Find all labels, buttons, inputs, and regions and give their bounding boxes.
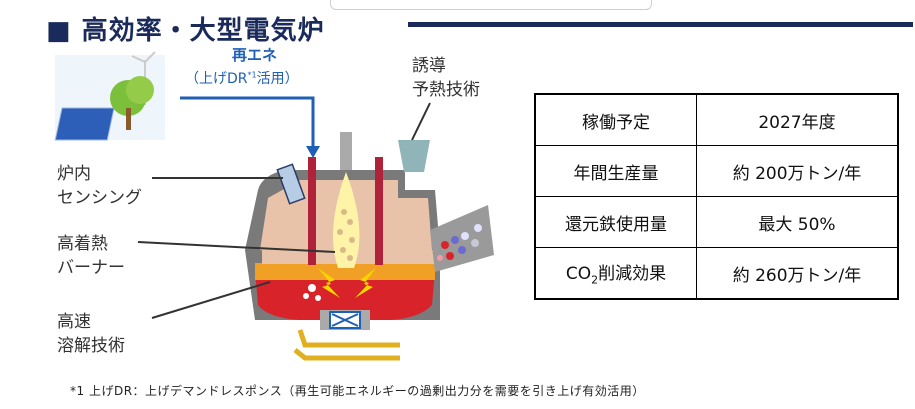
table-row: 還元鉄使用量 最大 50% — [534, 196, 899, 248]
label-induction-preheat: 誘導予熱技術 — [412, 56, 480, 100]
preheat-hopper — [398, 140, 430, 172]
lightning-right — [355, 268, 376, 298]
arrow-head — [306, 146, 320, 158]
spec-value: 最大 50% — [696, 196, 899, 248]
top-tab-edge — [330, 0, 652, 10]
leader-burner — [137, 241, 336, 253]
burner-lance — [340, 132, 352, 170]
spec-key: 稼働予定 — [534, 93, 697, 146]
spec-table: 稼働予定 2027年度 年間生産量 約 200万トン/年 還元鉄使用量 最大 5… — [534, 93, 899, 300]
electrode-right — [375, 157, 383, 265]
spec-value: 約 200万トン/年 — [696, 145, 899, 197]
renewable-energy-image — [54, 51, 165, 141]
label-burner: 高着熱バーナー — [57, 234, 125, 278]
tap-pipe — [293, 329, 400, 361]
renewable-arrow — [180, 96, 315, 148]
spec-key: 年間生産量 — [534, 145, 697, 197]
spec-value: 約 260万トン/年 — [696, 247, 899, 300]
title-rule — [408, 22, 913, 27]
page-title: ■ 高効率・大型電気炉 — [46, 16, 325, 46]
scrap-particles — [337, 209, 355, 261]
lightning-left — [318, 268, 340, 298]
side-feeder — [430, 205, 494, 272]
renewable-label: 再エネ — [232, 46, 278, 64]
spec-key-co2: CO2削減効果 — [534, 247, 697, 300]
spec-value: 2027年度 — [696, 93, 899, 146]
table-row: CO2削減効果 約 260万トン/年 — [534, 247, 899, 300]
table-row: 稼働予定 2027年度 — [534, 93, 899, 146]
spec-key: 還元鉄使用量 — [534, 196, 697, 248]
label-fast-melting: 高速溶解技術 — [57, 312, 125, 356]
molten-bubbles — [303, 284, 321, 301]
table-row: 年間生産量 約 200万トン/年 — [534, 145, 899, 197]
sensing-probe — [276, 163, 306, 205]
label-furnace-sensing: 炉内センシング — [57, 164, 142, 208]
electrode-left — [308, 157, 316, 265]
leader-induction — [411, 102, 431, 141]
burner-flame — [333, 172, 360, 268]
footnote: *1 上げDR：上げデマンドレスポンス（再生可能エネルギーの過剰出力分を需要を引… — [70, 384, 645, 398]
renewable-sublabel: （上げDR*1活用） — [185, 70, 299, 87]
leader-melting — [151, 281, 271, 319]
